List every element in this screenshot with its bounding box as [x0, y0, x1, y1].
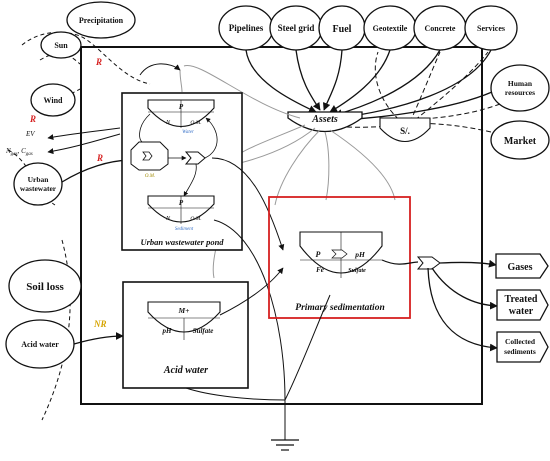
concrete-label: Concrete	[425, 24, 456, 33]
gases-label: Gases	[508, 262, 533, 273]
primary-sedimentation-box	[268, 196, 411, 319]
geotextile-label: Geotextile	[373, 24, 408, 33]
soil-loss-label: Soil loss	[26, 281, 64, 293]
steel-grid-source: Steel grid	[269, 5, 323, 51]
input-arrows	[245, 49, 493, 124]
soil-loss-source: Soil loss	[8, 259, 82, 313]
primary-storage: P pH Fe Sulfate	[299, 231, 383, 278]
pond-om-label: O.M.	[145, 174, 155, 179]
acid-ph: pH	[162, 327, 173, 335]
urban-wastewater-label-2: wastewater	[20, 184, 57, 193]
r-wind-label: R	[29, 114, 36, 124]
output-split-node	[416, 256, 441, 270]
pond-sed-om: O.M.	[190, 216, 201, 222]
pond-water-n: N	[165, 120, 171, 126]
services-label: Services	[477, 24, 505, 33]
acid-water-box	[122, 281, 249, 389]
acid-water-source-label: Acid water	[21, 340, 59, 349]
pond-to-primary-flow	[211, 157, 285, 251]
acid-to-ground-flow	[185, 387, 286, 401]
pond-water-label: Water	[182, 130, 194, 135]
human-resources-label-2: resources	[505, 88, 535, 97]
to-sediments-arrow	[427, 267, 498, 352]
sun-source: Sun	[40, 31, 82, 59]
geotextile-source: Geotextile	[363, 5, 417, 51]
to-gases-arrow	[439, 259, 497, 268]
services-source: Services	[464, 5, 518, 51]
acid-sulfate: Sulfate	[193, 327, 214, 335]
acid-water-storage: M+ pH Sulfate	[147, 301, 221, 340]
fuel-label: Fuel	[333, 24, 352, 35]
acid-to-primary-flow	[219, 267, 284, 316]
assets-storage: Assets	[287, 111, 363, 133]
pond-sum-to-water	[204, 117, 218, 159]
collected-sediments-label-2: sediments	[504, 347, 536, 356]
primary-fe: Fe	[316, 266, 324, 274]
to-treated-water-arrow	[431, 267, 498, 310]
concrete-source: Concrete	[413, 5, 467, 51]
primary-sedimentation-title: Primary sedimentation	[295, 303, 384, 313]
wind-source: Wind	[30, 83, 76, 117]
market-label: Market	[504, 136, 537, 147]
acid-water-title: Acid water	[163, 365, 208, 376]
primary-to-ground-flow	[284, 294, 331, 401]
treated-water-label-2: water	[509, 306, 534, 317]
collected-sediments-output: Collected sediments	[496, 331, 549, 363]
ev-arrow	[47, 127, 121, 140]
market-source: Market	[490, 120, 550, 160]
pond-sed-label: Sediment	[175, 227, 194, 232]
pond-sum-node	[184, 151, 206, 165]
acid-water-source: Acid water	[5, 319, 75, 369]
acid-water-input-arrow	[73, 332, 124, 345]
ground-icon	[271, 439, 299, 451]
pond-water-to-om	[139, 113, 151, 143]
pipelines-label: Pipelines	[229, 23, 264, 33]
primary-ph: pH	[354, 250, 366, 259]
money-storage: S/.	[379, 117, 431, 142]
collected-sediments-label-1: Collected	[505, 337, 536, 346]
treated-water-label-1: Treated	[505, 294, 538, 305]
human-resources-label-1: Human	[508, 79, 533, 88]
precipitation-label: Precipitation	[79, 16, 124, 25]
sun-label: Sun	[54, 41, 68, 50]
fuel-source: Fuel	[318, 5, 366, 51]
urban-wastewater-label-1: Urban	[28, 175, 50, 184]
bottom-dashed-curve	[41, 239, 71, 421]
urban-wastewater-source: Urban wastewater	[13, 162, 63, 206]
primary-sulfate: Sulfate	[348, 268, 366, 274]
pond-sum-to-sed	[183, 163, 197, 197]
precipitation-curve	[21, 31, 151, 85]
pond-water-p: P	[179, 103, 184, 111]
treated-water-output: Treated water	[496, 289, 549, 321]
human-resources-source: Human resources	[490, 64, 550, 112]
money-label: S/.	[400, 126, 410, 136]
acid-m-plus: M+	[178, 306, 190, 315]
r-urban-label: R	[96, 153, 103, 163]
r-top-flow	[139, 63, 181, 76]
assets-label: Assets	[311, 114, 338, 125]
pipelines-source: Pipelines	[218, 5, 274, 51]
steel-grid-label: Steel grid	[278, 23, 315, 33]
pond-sediment-storage: P N O.M. Sediment	[147, 195, 215, 232]
urban-wastewater-pond-title: Urban wastewater pond	[140, 237, 224, 247]
primary-p: P	[316, 250, 321, 259]
pond-sed-p: P	[179, 199, 184, 207]
precipitation-source: Precipitation	[66, 1, 136, 39]
wind-label: Wind	[44, 96, 64, 105]
primary-output-arrow	[381, 259, 419, 265]
nr-acid-label: NR	[93, 319, 107, 329]
ev-label: EV	[25, 130, 35, 138]
pond-om-tank: O.M.	[130, 141, 169, 179]
pond-water-storage: P N O.M. Water	[147, 99, 215, 135]
r-top-label: R	[95, 57, 102, 67]
pond-sed-n: N	[165, 216, 171, 222]
pond-water-om: O.M.	[190, 120, 201, 126]
n-gas-label: Ngas, Cgas	[5, 147, 33, 157]
gas-arrow	[47, 133, 121, 155]
gases-output: Gases	[495, 253, 549, 279]
